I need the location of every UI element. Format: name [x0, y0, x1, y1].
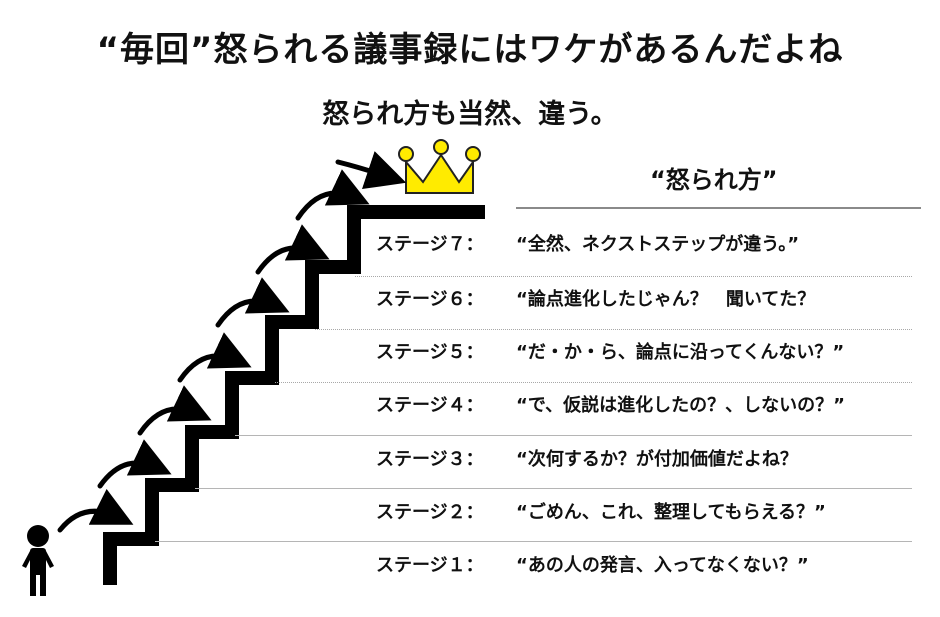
- stage-label: ステージ３：: [376, 449, 484, 470]
- row-divider: [155, 541, 912, 542]
- arrow-icon: [295, 169, 370, 221]
- row-divider: [235, 435, 912, 436]
- stage-row: ステージ３： “次何するか？が付加価値だよね？: [376, 440, 798, 480]
- header-divider: [516, 207, 921, 209]
- arrow-icon: [335, 151, 407, 190]
- stage-label: ステージ７：: [376, 234, 484, 255]
- stage-label: ステージ２：: [376, 502, 484, 523]
- crown-icon: [398, 139, 481, 194]
- row-divider: [315, 329, 912, 330]
- arrow-icon: [255, 224, 330, 275]
- stage-quote: “だ・か・ら、論点に沿ってくんない？”: [516, 342, 845, 363]
- stage-row: ステージ４： “で、仮説は進化したの？、しないの？”: [376, 386, 845, 426]
- page-title: “毎回”怒られる議事録にはワケがあるんだよね: [96, 30, 844, 70]
- stage-row: ステージ７： “全然、ネクストステップが違う。”: [376, 225, 799, 265]
- stage-quote: “あの人の発言、入ってなくない？”: [516, 555, 809, 576]
- stage-label: ステージ１：: [376, 555, 484, 576]
- arrow-icon: [97, 439, 172, 489]
- stage-row: ステージ１： “あの人の発言、入ってなくない？”: [376, 546, 809, 586]
- stage-quote: “ごめん、これ、整理してもらえる？”: [516, 502, 826, 523]
- stage-row: ステージ６： “論点進化したじゃん？ 聞いてた？: [376, 280, 815, 320]
- page-subtitle: 怒られ方も当然、違う。: [322, 99, 618, 130]
- row-divider: [275, 382, 912, 383]
- arrow-icon: [57, 488, 134, 533]
- person-icon: [22, 525, 54, 596]
- stage-label: ステージ５：: [376, 342, 484, 363]
- row-divider: [355, 276, 912, 277]
- row-divider: [195, 488, 912, 489]
- stage-row: ステージ５： “だ・か・ら、論点に沿ってくんない？”: [376, 333, 844, 373]
- column-header: “怒られ方”: [650, 166, 778, 194]
- arrow-icon: [137, 385, 212, 436]
- stage-quote: “次何するか？が付加価値だよね？: [516, 449, 798, 470]
- arrow-icon: [215, 277, 290, 328]
- stage-quote: “全然、ネクストステップが違う。”: [516, 234, 800, 255]
- arrow-icon: [177, 332, 252, 383]
- stage-label: ステージ４：: [376, 395, 484, 416]
- staircase-icon: [103, 205, 485, 585]
- stage-quote: “論点進化したじゃん？ 聞いてた？: [516, 289, 816, 310]
- stage-row: ステージ２： “ごめん、これ、整理してもらえる？”: [376, 493, 826, 533]
- stage-label: ステージ６：: [376, 289, 484, 310]
- stage-quote: “で、仮説は進化したの？、しないの？”: [516, 395, 845, 416]
